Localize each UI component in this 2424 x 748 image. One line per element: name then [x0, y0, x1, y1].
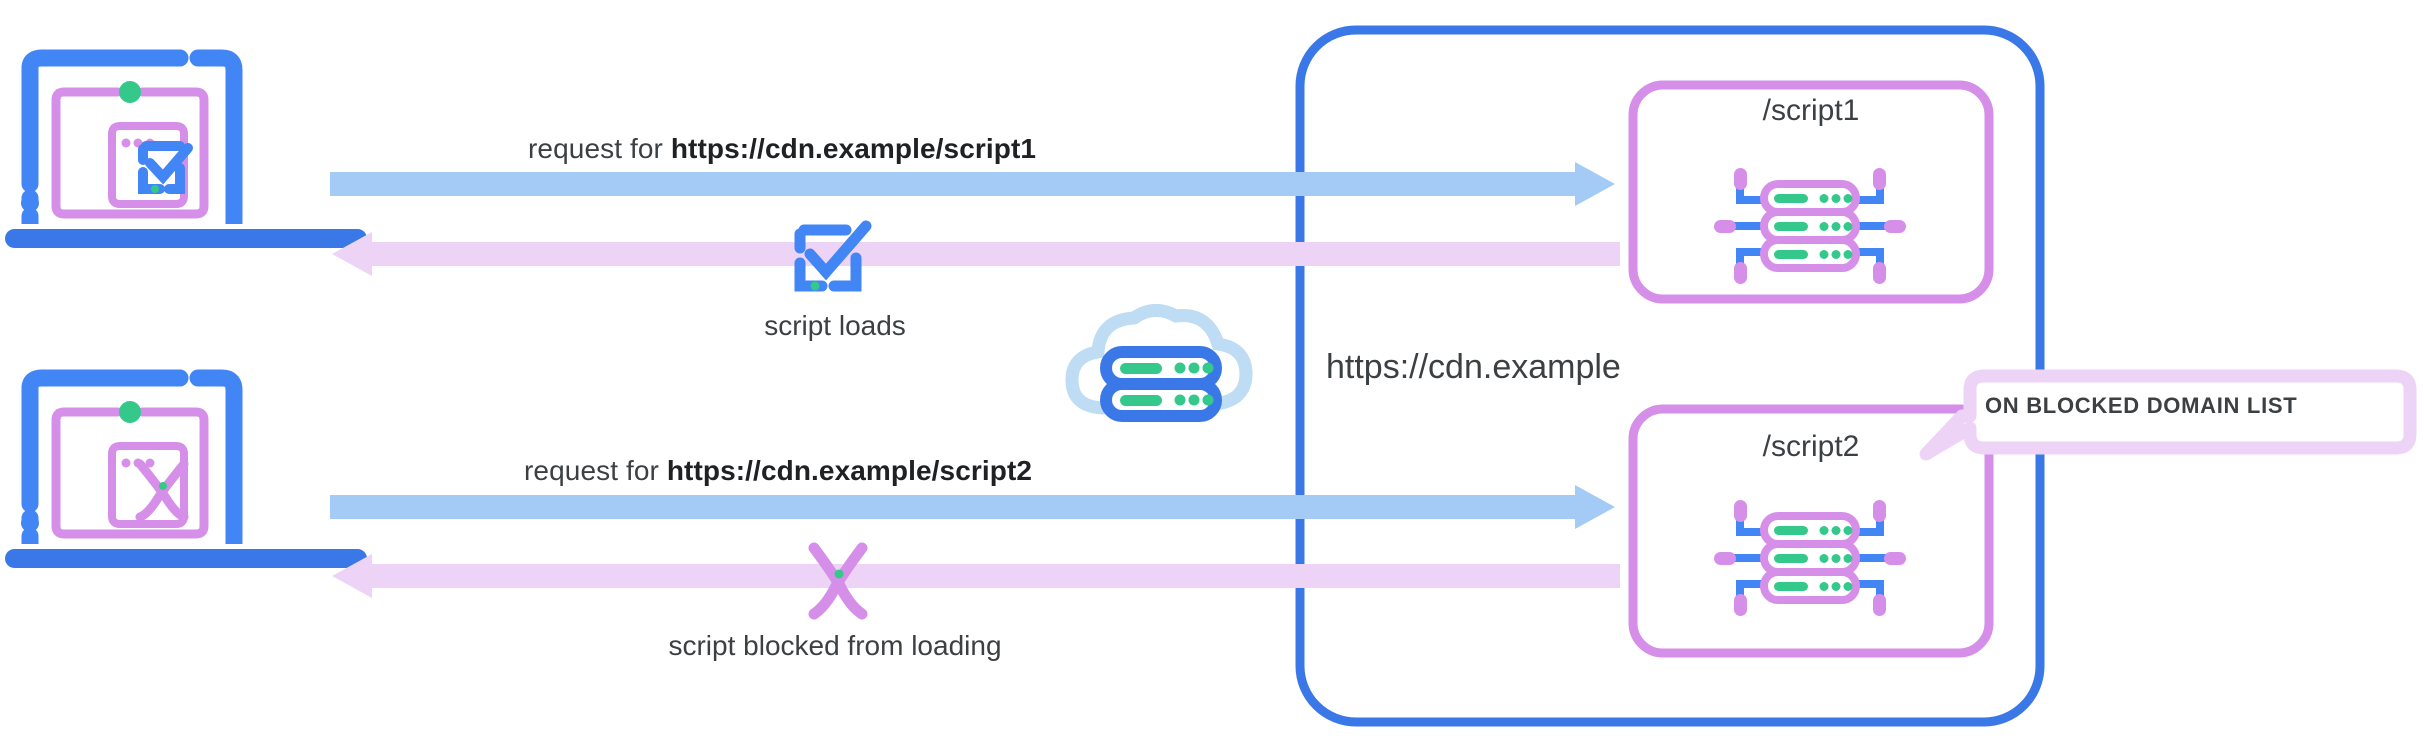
request-prefix-2: request for [524, 455, 667, 486]
laptop-base-bar-2 [5, 549, 367, 568]
script2-label: /script2 [1762, 430, 1860, 463]
server2-node-r [1884, 552, 1906, 565]
card2-dot-3 [145, 458, 155, 468]
request-url-1: https://cdn.example/script1 [670, 133, 1037, 164]
laptop-shell-dot-2 [21, 514, 39, 532]
cloud-server-icon [1065, 304, 1253, 422]
blocked-domain-callout[interactable] [1820, 358, 2420, 464]
server2-node-tr [1873, 500, 1886, 522]
cross-x-icon [808, 542, 868, 620]
laptop-base-bar [5, 229, 367, 248]
x-dot [159, 482, 167, 490]
server2-node-l [1714, 552, 1736, 565]
laptop-status-dot-2 [119, 401, 141, 423]
response-arrow-script1 [332, 232, 1620, 276]
callout-label: ON BLOCKED DOMAIN LIST [1985, 393, 2298, 418]
arrow-body-purple-2 [332, 554, 1620, 598]
cross-x-dot [834, 569, 844, 579]
arrow-body-blue-1 [330, 162, 1615, 206]
request-arrow-script2 [330, 485, 1615, 529]
server2-rack-3 [1760, 568, 1860, 604]
server-node-tl [1734, 168, 1747, 190]
arrow-body-blue-2 [330, 485, 1615, 529]
laptop-check-icon [21, 49, 243, 224]
request-prefix-1: request for [528, 133, 671, 164]
result-label-script2: script blocked from loading [668, 630, 1002, 661]
server-stack-icon-2 [1714, 500, 1906, 616]
server2-node-br [1873, 594, 1886, 616]
laptop-shell-dot [21, 194, 39, 212]
request-label-script1: request for https://cdn.example/script1 [528, 133, 1036, 165]
response-arrow-script2 [332, 554, 1620, 598]
result-label-script1: script loads [764, 310, 906, 341]
cdn-example-label: https://cdn.example [1326, 348, 1621, 386]
laptop-status-dot [119, 81, 141, 103]
check-square-dot [810, 281, 820, 291]
server-node-tr [1873, 168, 1886, 190]
server-node-br [1873, 262, 1886, 284]
cloud-outline [1065, 304, 1253, 415]
request-label-script2: request for https://cdn.example/script2 [524, 455, 1032, 487]
check-square-icon [794, 220, 872, 292]
request-arrow-script1 [330, 162, 1615, 206]
script1-label: /script1 [1762, 94, 1860, 127]
laptop-blocked-icon [21, 369, 243, 544]
laptop-base-bottom [5, 549, 367, 568]
server-node-r [1884, 220, 1906, 233]
server2-node-tl [1734, 500, 1747, 522]
server2-node-bl [1734, 594, 1747, 616]
server-stack-icon-1 [1714, 168, 1906, 284]
arrow-body-purple-1 [332, 232, 1620, 276]
server-rack-3 [1760, 236, 1860, 272]
laptop-base-top [5, 229, 367, 248]
callout-bubble [1919, 369, 2417, 461]
card-check-dot [151, 185, 159, 193]
card-dot-1 [121, 138, 131, 148]
server-node-bl [1734, 262, 1747, 284]
request-url-2: https://cdn.example/script2 [666, 455, 1033, 486]
card2-dot-1 [121, 458, 131, 468]
server-node-l [1714, 220, 1736, 233]
